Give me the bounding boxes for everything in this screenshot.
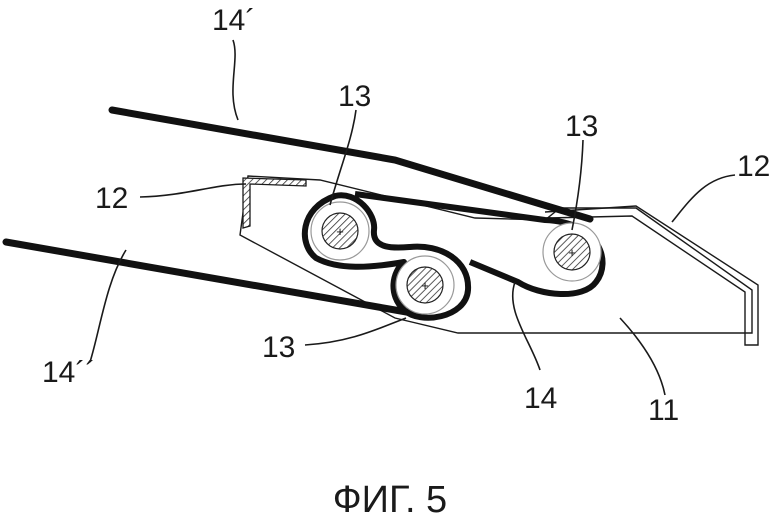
leader-frame-left <box>140 184 246 197</box>
label-sheet-lower: 14´´ <box>42 356 95 389</box>
label-frame-left: 12 <box>95 182 128 215</box>
roller-right: + <box>543 223 601 281</box>
leader-sheet-upper <box>233 40 238 120</box>
leader-roller-c <box>305 318 406 345</box>
figure-caption: ФИГ. 5 <box>333 479 447 521</box>
svg-text:+: + <box>421 278 429 293</box>
base-body <box>240 176 752 333</box>
label-roller-b: 13 <box>565 110 598 143</box>
label-frame-right: 12 <box>737 150 770 183</box>
svg-text:+: + <box>336 224 344 239</box>
roller-left: + <box>311 202 369 260</box>
label-sheet-upper: 14´ <box>212 4 255 37</box>
label-base: 11 <box>648 394 679 427</box>
label-roller-c: 13 <box>262 331 295 364</box>
label-belt: 14 <box>524 382 557 415</box>
svg-text:+: + <box>568 245 576 260</box>
roller-middle: + <box>396 256 454 314</box>
leader-frame-right <box>672 175 735 222</box>
leader-sheet-lower <box>90 250 126 362</box>
label-roller-a: 13 <box>338 80 371 113</box>
